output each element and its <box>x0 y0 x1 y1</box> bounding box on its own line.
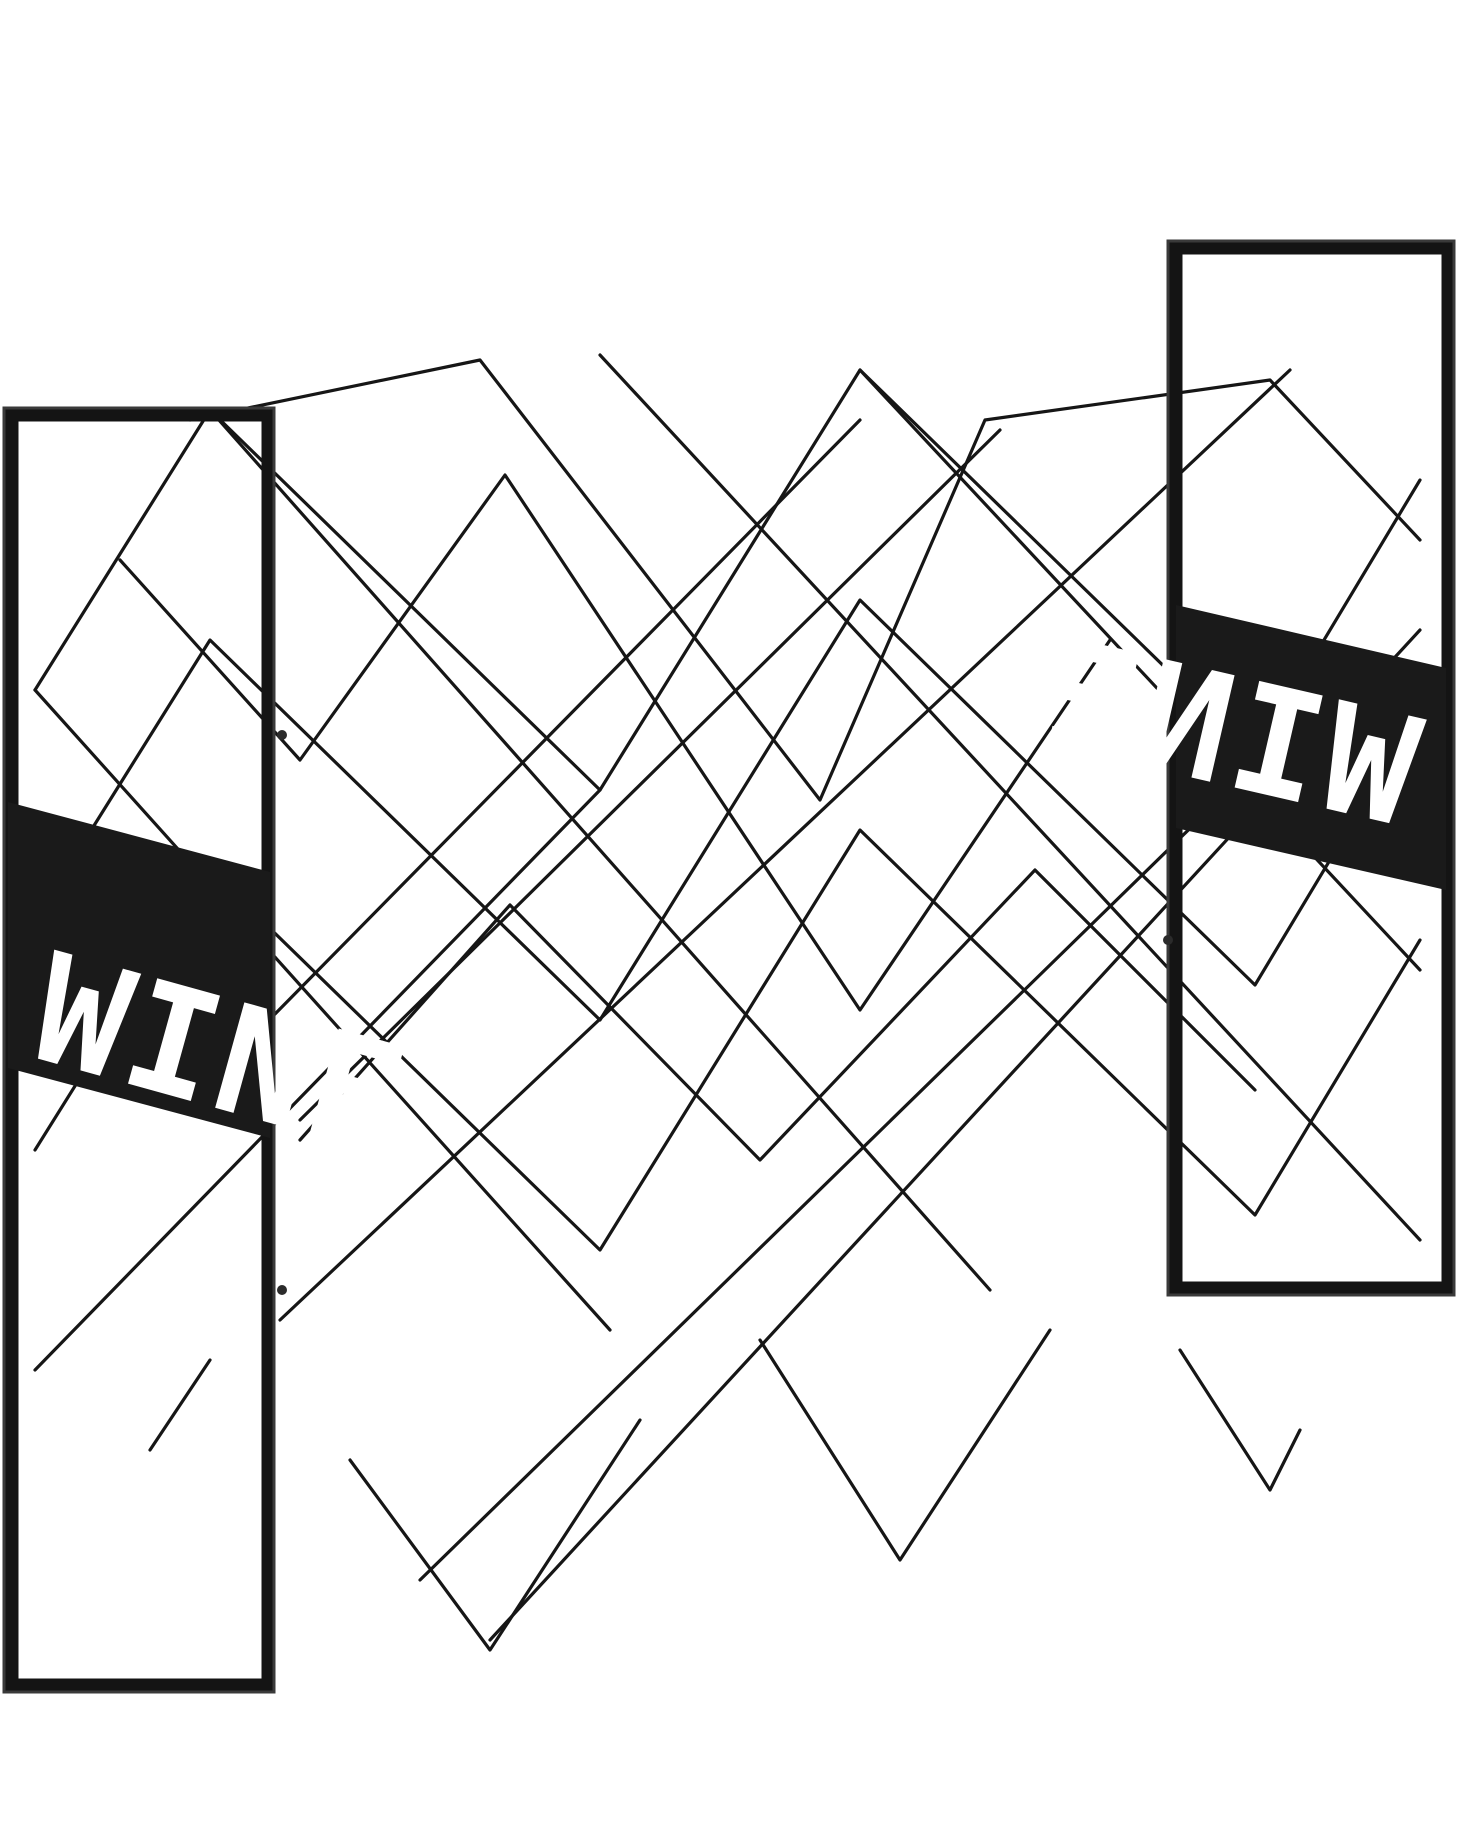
right-end-frame: WINE <box>1027 239 1456 1297</box>
left-end-frame: WINE <box>2 406 425 1694</box>
wire-tip-2 <box>348 1418 642 1652</box>
wire-diag-4 <box>858 368 1422 972</box>
left-name-plate <box>8 802 270 1138</box>
wire-diag-8 <box>208 418 862 1082</box>
wire-diag-6 <box>298 428 1002 1122</box>
wire-row-2 <box>33 598 1422 1022</box>
wire-diag-9 <box>33 788 602 1372</box>
wire-diag-10 <box>418 758 1262 1582</box>
wire-diag-2 <box>33 688 612 1332</box>
wire-tip-4 <box>1178 1348 1302 1492</box>
right-name-plate <box>1176 605 1446 890</box>
wire-row-back-2 <box>118 473 1112 1012</box>
wire-tip-1 <box>148 1358 212 1452</box>
wire-row-back-3 <box>298 868 1257 1162</box>
wire-diag-5 <box>278 368 1292 1322</box>
wire-tip-3 <box>758 1328 1052 1562</box>
wire-diag-1 <box>208 408 992 1292</box>
wire-diag-3 <box>598 353 1422 1242</box>
wire-row-back-1 <box>188 358 1422 802</box>
